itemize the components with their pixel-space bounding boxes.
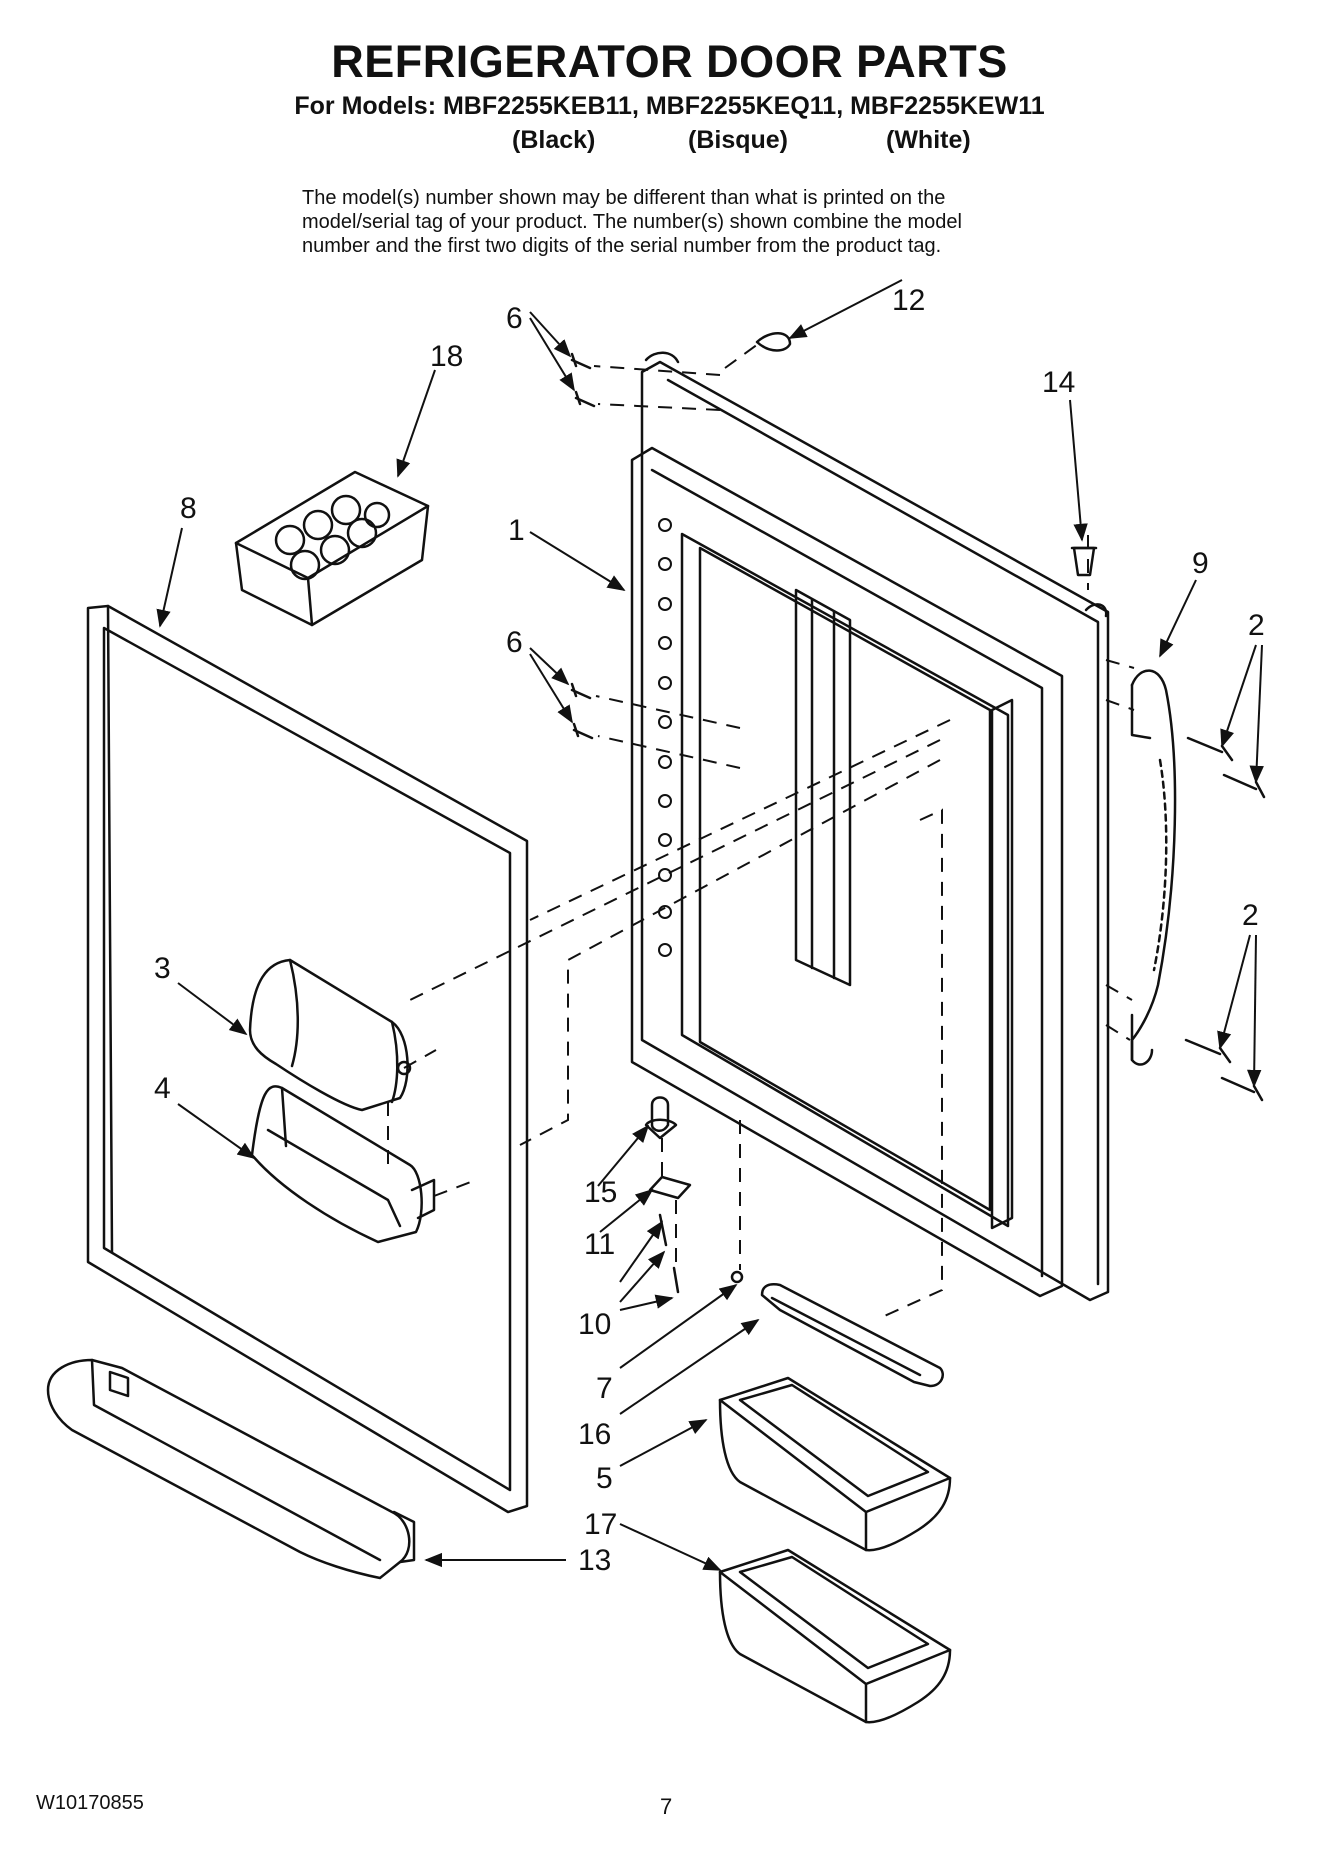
- callout-1: 1: [508, 514, 525, 547]
- note-line-3: number and the first two digits of the s…: [302, 235, 942, 257]
- callout-17: 17: [584, 1508, 617, 1541]
- door-bin-large: [718, 1376, 952, 1552]
- callout-15: 15: [584, 1176, 617, 1209]
- note-line-1: The model(s) number shown may be differe…: [302, 187, 946, 209]
- outer-door-panel: [86, 604, 529, 1514]
- hinge-cap: [755, 332, 792, 352]
- liner-screws: [570, 352, 596, 740]
- callout-3: 3: [154, 952, 171, 985]
- callout-9: 9: [1192, 547, 1209, 580]
- model-list: For Models: MBF2255KEB11, MBF2255KEQ11, …: [294, 92, 1045, 120]
- callout-8: 8: [180, 492, 197, 525]
- door-bin-small: [718, 1548, 952, 1724]
- note-line-2: model/serial tag of your product. The nu…: [302, 211, 962, 233]
- callout-10: 10: [578, 1308, 611, 1341]
- dispenser-cover: [248, 958, 412, 1112]
- door-handle: [1130, 669, 1177, 1066]
- color-white: (White): [886, 126, 971, 154]
- shelf-divider: [760, 1283, 944, 1388]
- callout-leaders: [156, 279, 1264, 1571]
- page-title: REFRIGERATOR DOOR PARTS: [331, 36, 1008, 87]
- callout-5: 5: [596, 1462, 613, 1495]
- callout-14: 14: [1042, 366, 1075, 399]
- page-number: 7: [660, 1794, 673, 1819]
- egg-tray: [234, 470, 430, 627]
- callout-6-lower: 6: [506, 626, 523, 659]
- callout-12: 12: [892, 284, 925, 317]
- inner-door-liner: [630, 351, 1110, 1302]
- dispenser-tray: [250, 1085, 436, 1244]
- callout-11: 11: [584, 1228, 615, 1261]
- handle-screws: [1184, 736, 1266, 1102]
- callout-4: 4: [154, 1072, 171, 1105]
- callout-7: 7: [596, 1372, 613, 1405]
- assembly-lines: [387, 343, 1135, 1319]
- callout-2-upper: 2: [1248, 609, 1265, 642]
- color-bisque: (Bisque): [688, 126, 788, 154]
- callout-6-upper: 6: [506, 302, 523, 335]
- hinge-plug: [1070, 546, 1098, 577]
- liner-mounting-holes: [658, 518, 672, 957]
- callout-16: 16: [578, 1418, 611, 1451]
- color-black: (Black): [512, 126, 596, 154]
- callout-numbers: 1 2 2 3 4 5 6 6 7 8 9 10 11 12 13 14 15 …: [154, 284, 1265, 1577]
- model-note: The model(s) number shown may be differe…: [302, 186, 1122, 258]
- door-shelf-rail: [46, 1358, 416, 1580]
- callout-18: 18: [430, 340, 463, 373]
- document-number: W10170855: [36, 1792, 144, 1814]
- hinge-pin-assembly: [644, 1096, 744, 1294]
- callout-2-lower: 2: [1242, 899, 1259, 932]
- callout-13: 13: [578, 1544, 611, 1577]
